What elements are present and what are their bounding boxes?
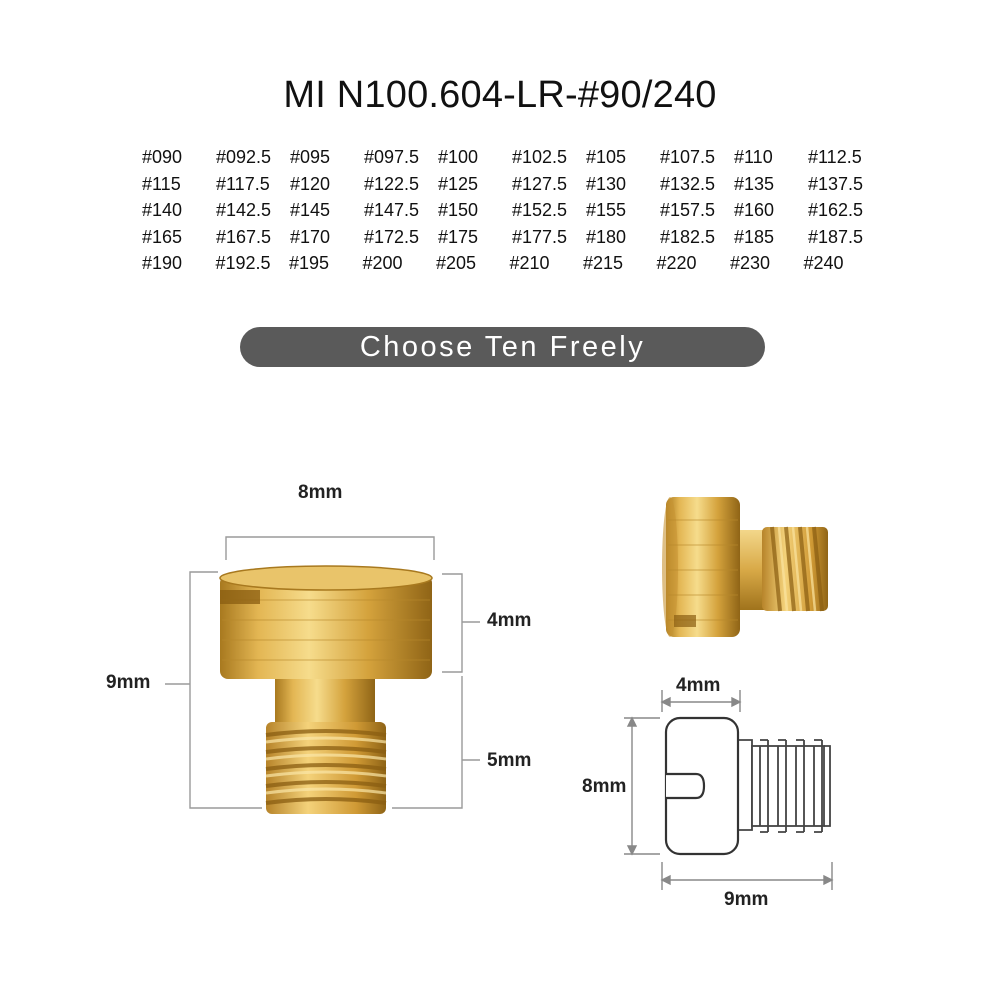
side-thread [762,526,828,612]
size-option: #127.5 [512,173,568,194]
size-row: #140 #142.5 #145 #147.5 #150 #152.5 #155… [142,197,882,224]
jet-shank [275,676,375,724]
size-option: #115 [142,173,181,194]
size-option: #097.5 [364,147,420,167]
technical-drawing [624,690,834,890]
size-option: #117.5 [216,173,270,194]
size-option: #210 [509,253,550,273]
size-option: #125 [438,173,479,194]
size-option: #130 [586,173,627,194]
size-option: #135 [734,173,775,194]
size-option: #095 [290,147,331,167]
size-option: #100 [438,147,479,167]
size-option: #107.5 [660,147,716,167]
size-option: #172.5 [364,226,420,247]
jet-head [219,565,433,679]
size-option: #165 [142,226,183,247]
size-option: #182.5 [660,226,716,247]
drawing-length-label: 9mm [724,889,769,910]
side-head [662,497,740,637]
drawing-dimension-lines [624,690,834,890]
size-option: #205 [436,253,477,273]
jet-slot [220,590,260,604]
size-option: #190 [142,253,183,273]
choose-banner: Choose Ten Freely [240,327,765,367]
size-option: #160 [734,200,775,220]
dim-width-label: 8mm [298,482,343,503]
size-option: #150 [438,200,479,220]
size-option: #140 [142,200,183,220]
size-row: #115 #117.5 #120 #122.5 #125 #127.5 #130… [142,171,882,198]
size-option: #177.5 [512,226,568,247]
size-option: #157.5 [660,200,716,220]
size-option: #175 [438,226,479,247]
brass-jet-side-photo [662,497,828,637]
brass-jet-photo [219,565,433,814]
size-option: #122.5 [364,173,420,194]
photo-dimension-lines [165,536,480,809]
size-option: #192.5 [215,253,271,273]
size-option: #145 [290,200,331,220]
product-title: MI N100.604-LR-#90/240 [283,74,717,116]
size-option: #215 [583,253,624,273]
size-option: #112.5 [808,147,862,167]
size-option: #195 [289,253,330,273]
drawing-head-label: 4mm [676,675,721,696]
size-option: #200 [362,253,403,273]
jet-thread [265,722,387,814]
size-option: #147.5 [364,200,420,220]
size-option: #167.5 [216,226,272,247]
size-option: #180 [586,226,627,247]
size-option: #220 [656,253,697,273]
drawing-head [664,716,740,856]
dim-head-label: 4mm [487,610,532,631]
size-row: #090 #092.5 #095 #097.5 #100 #102.5 #105… [142,144,882,171]
size-grid: #090 #092.5 #095 #097.5 #100 #102.5 #105… [142,144,882,277]
size-option: #162.5 [808,200,864,220]
size-option: #137.5 [808,173,864,194]
size-option: #155 [586,200,627,220]
size-option: #105 [586,147,627,167]
size-option: #185 [734,226,775,247]
drawing-thread [738,739,831,833]
dim-total-label: 9mm [106,672,151,693]
dim-thread-label: 5mm [487,750,532,771]
size-option: #132.5 [660,173,716,194]
size-option: #090 [142,147,183,167]
size-option: #092.5 [216,147,272,167]
size-option: #170 [290,226,331,247]
size-option: #187.5 [808,226,864,247]
size-option: #120 [290,173,331,194]
size-option: #142.5 [216,200,272,220]
size-option: #240 [803,253,844,273]
size-row: #190 #192.5 #195 #200 #205 #210 #215 #22… [142,250,882,277]
size-option: #102.5 [512,147,568,167]
choose-banner-label: Choose Ten Freely [359,330,646,363]
size-row: #165 #167.5 #170 #172.5 #175 #177.5 #180… [142,224,882,251]
drawing-height-label: 8mm [582,776,627,797]
size-option: #110 [734,147,773,167]
size-option: #152.5 [512,200,568,220]
size-option: #230 [730,253,771,273]
